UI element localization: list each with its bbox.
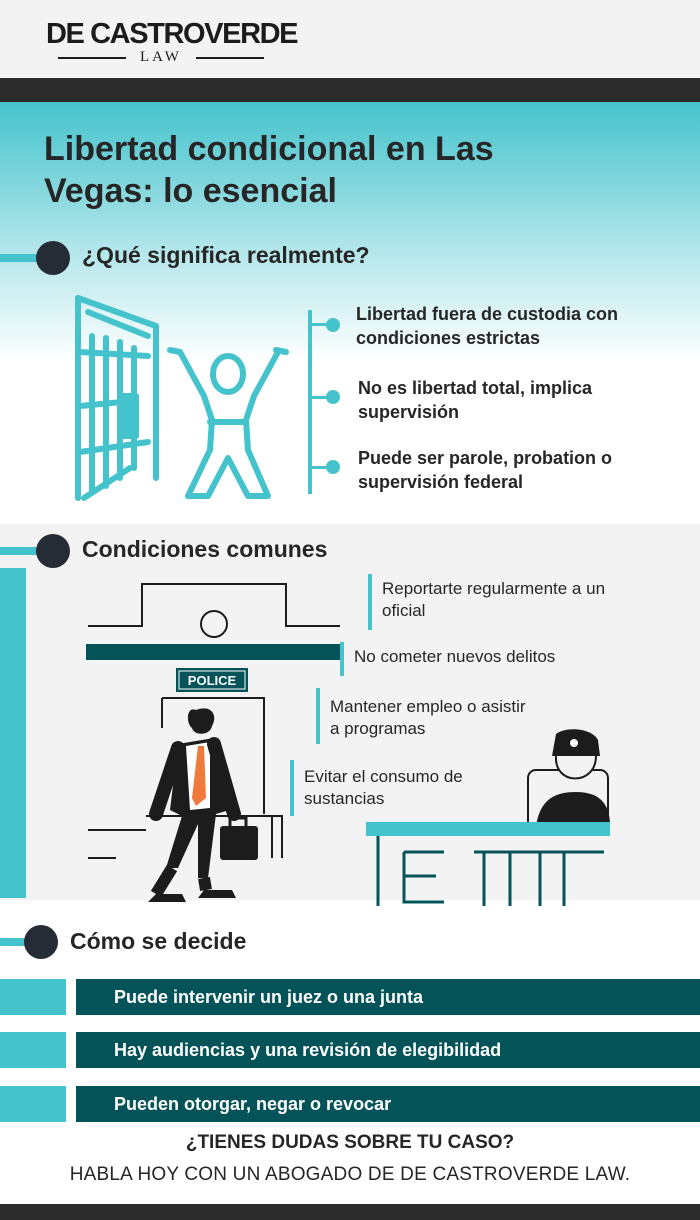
bullet-text: No es libertad total, implica supervisió… bbox=[358, 378, 593, 422]
police-sign: POLICE bbox=[188, 673, 237, 688]
section1-line bbox=[0, 254, 50, 262]
decision-row-text: Puede intervenir un juez o una junta bbox=[114, 987, 424, 1007]
section1-heading: ¿Qué significa realmente? bbox=[82, 242, 370, 268]
row-accent bbox=[0, 979, 66, 1015]
cta-question: ¿TIENES DUDAS SOBRE TU CASO? bbox=[185, 1132, 515, 1153]
decision-row-text: Pueden otorgar, negar o revocar bbox=[114, 1094, 392, 1114]
condition-bar bbox=[368, 574, 372, 630]
brand-sub-label: LAW bbox=[140, 49, 182, 65]
section2-heading: Condiciones comunes bbox=[82, 536, 328, 562]
bullet-connector bbox=[310, 323, 332, 326]
bullet-text: Puede ser parole, probation o supervisió… bbox=[358, 448, 613, 492]
officer-icon bbox=[536, 729, 610, 826]
police-building-icon: POLICE bbox=[86, 583, 340, 902]
section3-heading: Cómo se decide bbox=[70, 928, 247, 954]
top-bar bbox=[0, 78, 700, 102]
section1-dot bbox=[36, 241, 70, 275]
decision-row-text: Hay audiencias y una revisión de elegibi… bbox=[114, 1040, 502, 1060]
brand-logo: DE CASTROVERDE bbox=[46, 18, 299, 50]
page-title: Libertad condicional en Las Vegas: lo es… bbox=[44, 130, 494, 210]
bullet-text: Libertad fuera de custodia con condicion… bbox=[356, 304, 619, 348]
cta-action[interactable]: HABLA HOY CON UN ABOGADO DE DE CASTROVER… bbox=[69, 1164, 631, 1185]
decision-row bbox=[76, 979, 700, 1015]
section2-background bbox=[0, 524, 700, 900]
businessman-icon bbox=[148, 708, 258, 902]
bullet-connector bbox=[310, 396, 332, 399]
condition-text: Reportarte regularmente a un oficial bbox=[382, 579, 606, 620]
section2-line bbox=[0, 547, 50, 555]
freed-person-icon bbox=[167, 347, 289, 499]
section2-side-bar bbox=[0, 568, 26, 898]
decision-row bbox=[76, 1032, 700, 1068]
section3-dot bbox=[24, 925, 58, 959]
brand-sub: LAW bbox=[58, 49, 264, 67]
bullet-dot bbox=[326, 390, 340, 404]
footer-bar bbox=[0, 1204, 700, 1220]
section2-dot bbox=[36, 534, 70, 568]
bullet-connector bbox=[310, 466, 332, 469]
row-accent bbox=[0, 1086, 66, 1122]
condition-bar bbox=[290, 760, 294, 816]
row-accent bbox=[0, 1032, 66, 1068]
decision-row bbox=[76, 1086, 700, 1122]
condition-text: No cometer nuevos delitos bbox=[354, 647, 556, 666]
condition-bar bbox=[316, 688, 320, 744]
section3-line bbox=[0, 938, 36, 946]
header bbox=[0, 0, 700, 78]
jail-door-icon bbox=[75, 295, 289, 501]
bullet-dot bbox=[326, 318, 340, 332]
bullet-line bbox=[308, 310, 312, 494]
bullet-dot bbox=[326, 460, 340, 474]
condition-text: Mantener empleo o asistir a programas bbox=[330, 697, 526, 738]
officer-desk-icon bbox=[366, 729, 610, 906]
condition-bar bbox=[340, 642, 344, 676]
condition-text: Evitar el consumo de sustancias bbox=[304, 767, 463, 808]
